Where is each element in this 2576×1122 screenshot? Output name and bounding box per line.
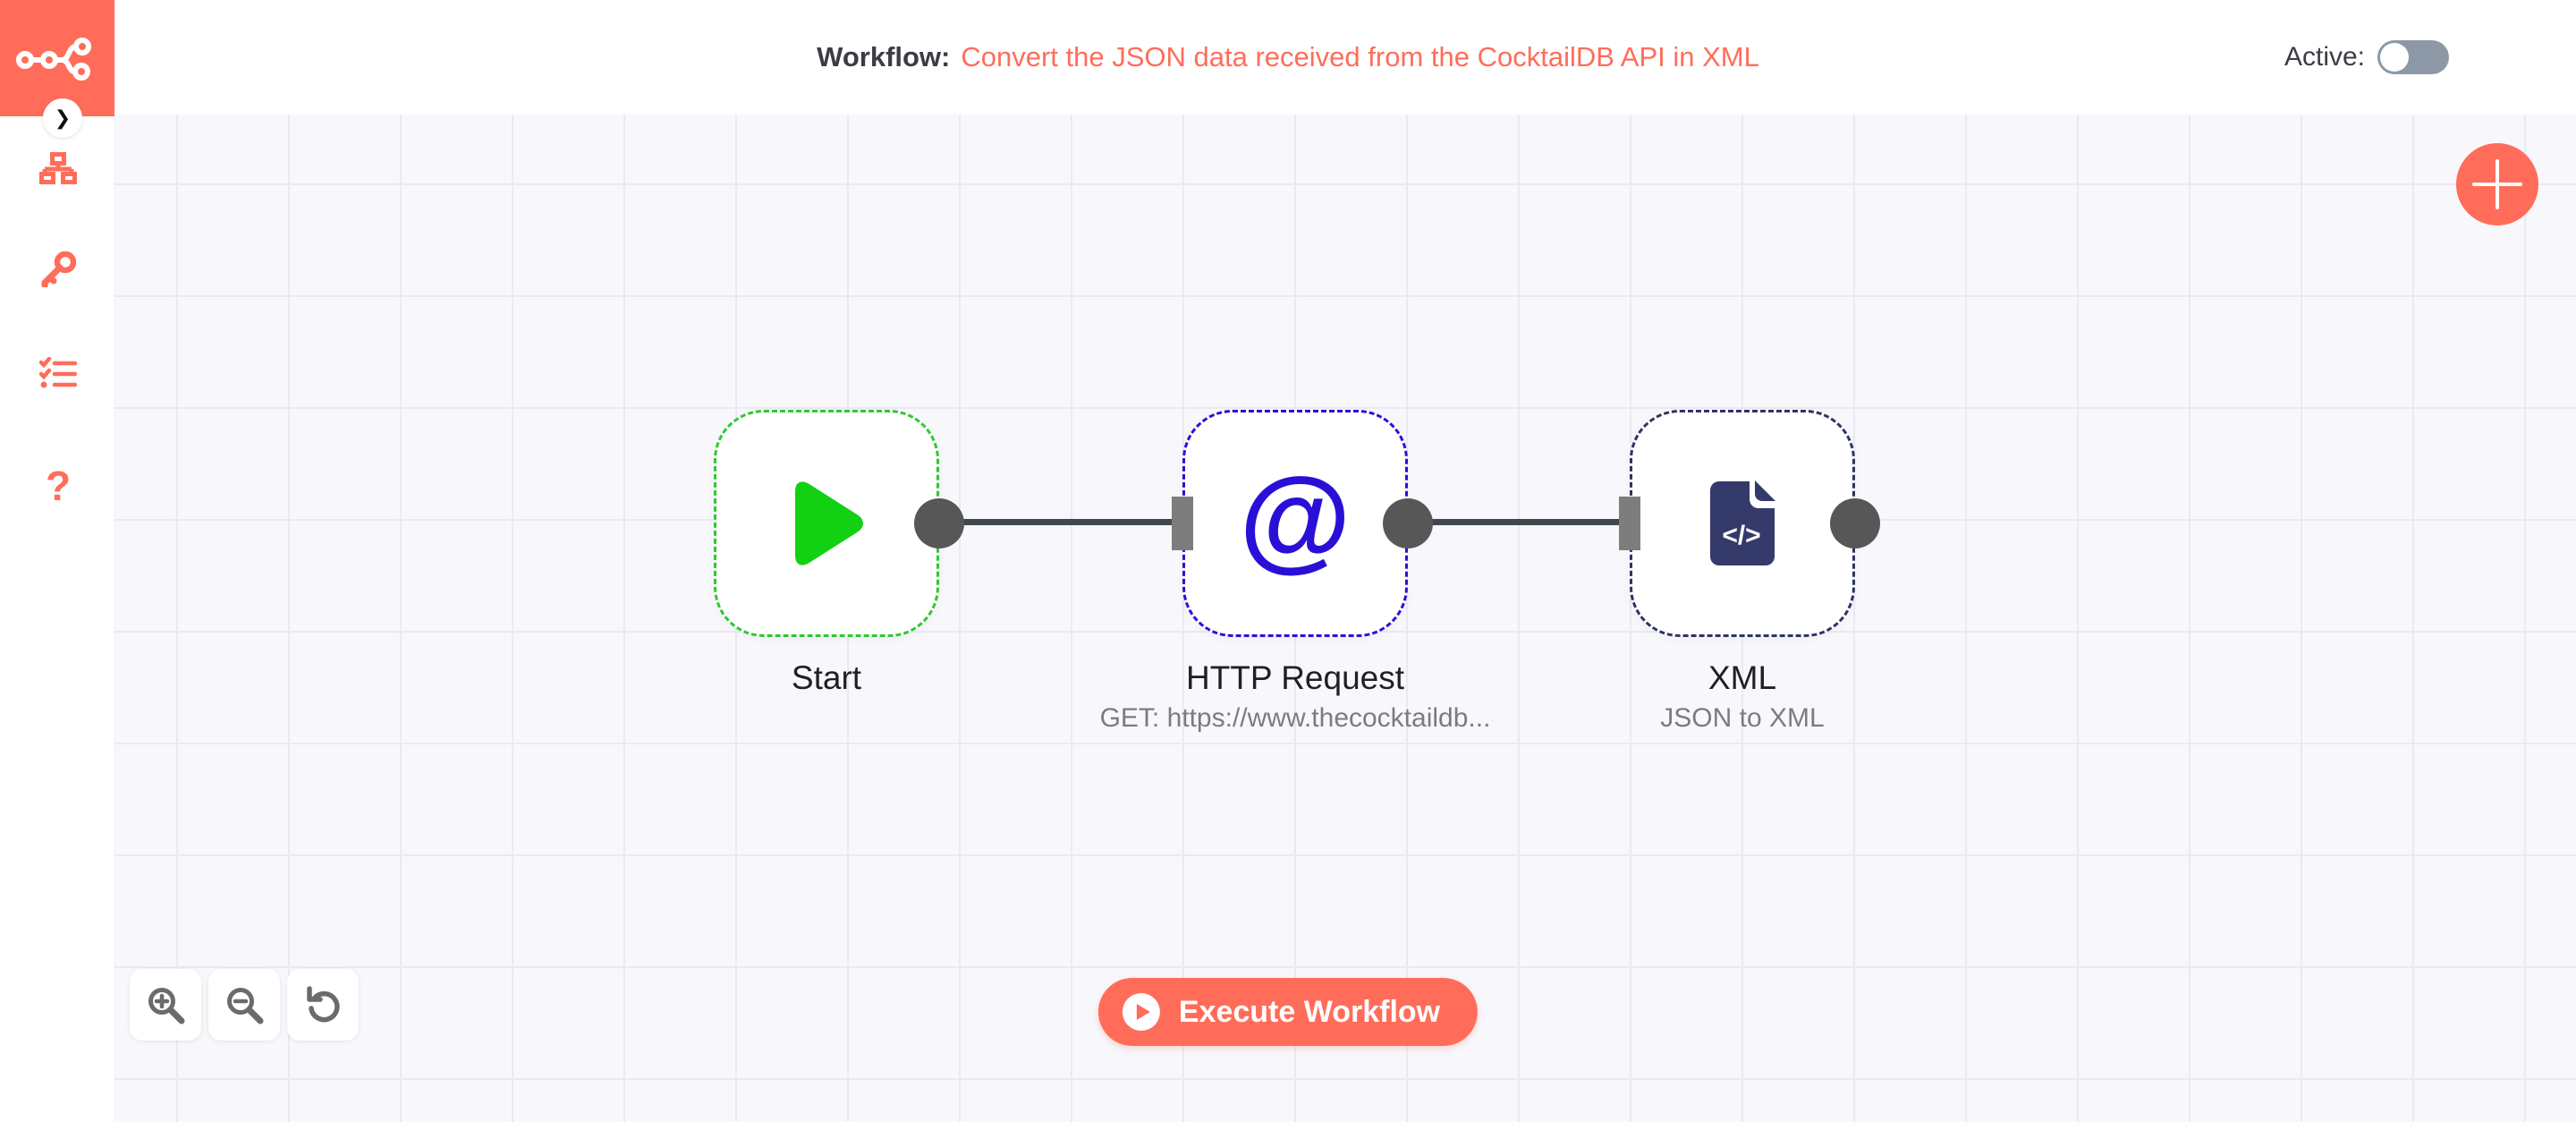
execute-workflow-button[interactable]: Execute Workflow [1097,978,1479,1046]
plus-icon [2472,159,2522,209]
workflow-title: Workflow: Convert the JSON data received… [817,0,1759,115]
node-label-xml: XML JSON to XML [1660,659,1825,734]
active-toggle-group: Active: [2284,0,2449,115]
node-start[interactable] [714,410,939,637]
toggle-knob[interactable] [2380,43,2409,72]
zoom-controls [130,969,359,1041]
active-label: Active: [2284,42,2365,72]
zoom-in-icon [148,988,185,1024]
active-toggle[interactable] [2377,40,2449,74]
sidebar-item-executions[interactable] [39,355,77,393]
sidebar-expand-button[interactable]: ❯ [43,98,82,138]
chevron-right-icon: ❯ [54,106,72,129]
output-endpoint-xml[interactable] [1830,498,1880,548]
output-endpoint-start[interactable] [914,498,964,548]
checklist-icon [39,357,77,388]
at-icon: @ [1239,455,1352,582]
n8n-logo[interactable] [0,0,114,116]
workflow-title-label: Workflow: [817,41,951,72]
question-icon: ? [45,463,72,509]
play-icon [795,481,863,565]
sidebar-item-help[interactable]: ? [39,463,77,509]
svg-text:</>: </> [1722,521,1760,550]
zoom-out-icon [227,988,264,1024]
node-label-http-request: HTTP Request GET: https://www.thecocktai… [1099,659,1491,734]
add-node-button[interactable] [2456,143,2538,225]
input-endpoint-http-request[interactable] [1172,497,1193,550]
reset-zoom-button[interactable] [287,969,359,1041]
node-label-start: Start [791,659,862,696]
n8n-logo-icon [16,38,91,81]
zoom-out-button[interactable] [208,969,280,1041]
sitemap-icon [39,152,77,184]
execute-workflow-label: Execute Workflow [1178,994,1441,1029]
header-bar: Workflow: Convert the JSON data received… [0,0,2576,115]
sidebar-item-workflows[interactable] [39,149,77,187]
key-icon [41,251,76,287]
node-xml[interactable]: </> [1630,410,1855,637]
connection-http-xml[interactable] [1408,519,1640,525]
input-endpoint-xml[interactable] [1619,497,1640,550]
play-circle-icon [1122,993,1160,1031]
workflow-name-link[interactable]: Convert the JSON data received from the … [961,41,1759,72]
connection-start-http[interactable] [939,519,1193,525]
sidebar: ❯ [0,0,114,1122]
xml-file-icon: </> [1710,480,1775,565]
output-endpoint-http-request[interactable] [1383,498,1433,548]
reset-zoom-icon [307,986,340,1023]
zoom-in-button[interactable] [130,969,201,1041]
sidebar-item-credentials[interactable] [39,251,77,288]
workflow-canvas[interactable]: Start @ HTTP Request GET: https://www.th… [114,115,2576,1122]
node-http-request[interactable]: @ [1182,410,1408,637]
